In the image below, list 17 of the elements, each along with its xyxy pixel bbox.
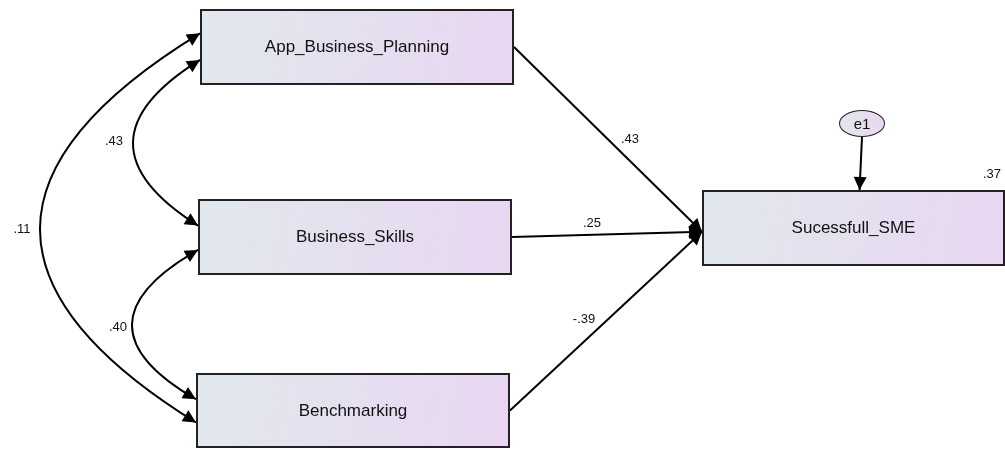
node-label: Benchmarking	[298, 400, 408, 421]
curved-double-arrow	[132, 58, 201, 227]
curved-double-arrow	[39, 32, 201, 424]
r-squared-value: .37	[982, 166, 1001, 181]
variable-box	[196, 373, 510, 448]
arrow	[853, 136, 867, 191]
error-term-circle	[839, 110, 885, 137]
curved-double-arrow	[131, 248, 199, 401]
variable-box	[198, 199, 512, 275]
node-label: App_Business_Planning	[264, 37, 450, 57]
arrow	[511, 225, 703, 239]
node-label: e1	[853, 115, 871, 132]
node-label: Sucessfull_SME	[791, 218, 916, 238]
node-label: Business_Skills	[295, 227, 415, 247]
arrow	[513, 46, 703, 233]
arrow	[509, 230, 703, 412]
variable-box	[200, 9, 514, 85]
